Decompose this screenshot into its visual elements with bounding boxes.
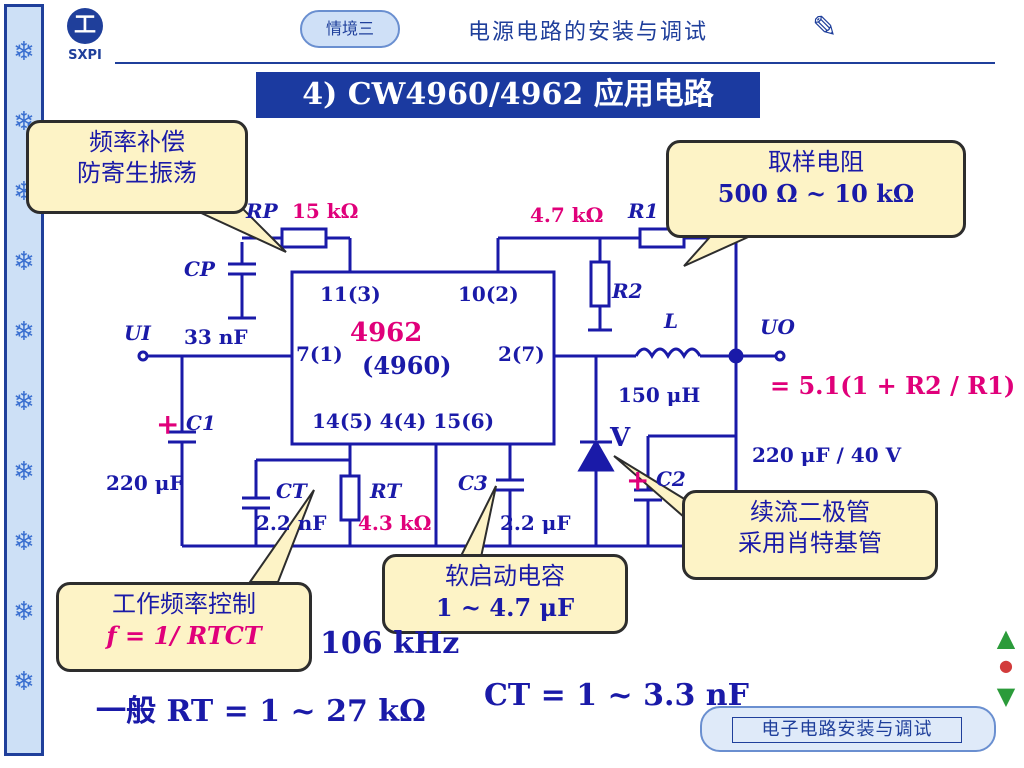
snowflake-icon: ❄ [13,597,35,627]
output-label: UO [760,315,795,339]
callout-sampling-line1: 取样电阻 [768,148,864,176]
snowflake-icon: ❄ [13,317,35,347]
snowflake-icon: ❄ [13,667,35,697]
cp-value: 33 nF [184,325,248,349]
callout-freq-comp: 频率补偿 防寄生振荡 [26,120,248,214]
school-logo: 工 SXPI [60,8,110,72]
c2-name: C2 [656,467,686,491]
ic-label-alt: (4960) [362,351,452,380]
circuit-labels: 4962 (4960) 11(3) 10(2) 7(1) 2(7) 14(5) … [106,199,1015,535]
c1-name: C1 [186,411,216,435]
callout-soft-start-line1: 软启动电容 [445,562,565,590]
callout-freq-control-line2: f = 1/ RTCT [106,621,262,650]
frequency-value: 106 kHz [320,626,460,661]
diode-name: V [609,423,631,453]
pin-bottom: 14(5) 4(4) 15(6) [312,409,494,433]
rp-value: 15 kΩ [292,199,358,223]
callout-freq-control: 工作频率控制 f = 1/ RTCT [56,582,312,672]
nav-up-icon[interactable]: ▲ [996,624,1016,652]
rt-value: 4.3 kΩ [358,511,431,535]
r2-name: R2 [611,279,643,303]
snowflake-icon: ❄ [13,247,35,277]
footer-badge-text: 电子电路安装与调试 [732,717,962,743]
snowflake-icon: ❄ [13,527,35,557]
pin-right: 2(7) [498,342,545,366]
ct-range: CT = 1 ~ 3.3 nF [484,678,749,713]
nav-down-icon[interactable]: ▼ [996,682,1016,710]
pencil-icon: ✎ [812,10,838,45]
rt-range: 一般 RT = 1 ~ 27 kΩ [96,694,426,729]
callout-freq-control-line1: 工作频率控制 [112,590,256,618]
logo-emblem-icon: 工 [67,8,103,44]
l-value: 150 μH [618,383,700,407]
header-divider [115,62,995,64]
footer-badge: 电子电路安装与调试 [700,706,996,752]
ct-name: CT [276,479,309,503]
pin-top-left: 11(3) [320,282,381,306]
pin-top-right: 10(2) [458,282,519,306]
snowflake-icon: ❄ [13,37,35,67]
output-formula: = 5.1(1 + R2 / R1) [770,371,1015,400]
pin-left: 7(1) [296,342,343,366]
callout-freq-comp-line2: 防寄生振荡 [77,159,197,187]
callout-soft-start-line2: 1 ~ 4.7 μF [435,593,575,622]
l-name: L [663,309,678,333]
course-title: 电源电路的安装与调试 [468,20,709,45]
nav-dot-icon[interactable]: ● [999,656,1013,675]
rt-name: RT [369,479,403,503]
c1-plus: + [156,408,179,441]
callout-soft-start: 软启动电容 1 ~ 4.7 μF [382,554,628,634]
cp-name: CP [184,257,216,281]
c2-plus: + [626,464,649,497]
r1-value: 4.7 kΩ [530,203,603,227]
scenario-badge: 情境三 [300,10,400,48]
callout-sampling-line2: 500 Ω ~ 10 kΩ [717,179,915,208]
c3-value: 2.2 μF [500,511,571,535]
c1-value: 220 μF [106,471,184,495]
ic-label: 4962 [350,318,422,348]
snowflake-icon: ❄ [13,457,35,487]
section-title: 4) CW4960/4962 应用电路 [256,72,760,118]
logo-text: SXPI [68,48,102,63]
c2-value: 220 μF / 40 V [752,443,902,467]
rp-name: RP [245,199,279,223]
callout-sampling-resistor: 取样电阻 500 Ω ~ 10 kΩ [666,140,966,238]
callout-freewheel-diode: 续流二极管 采用肖特基管 [682,490,938,580]
callout-diode-line1: 续流二极管 [750,498,870,526]
callout-diode-line2: 采用肖特基管 [738,529,882,557]
input-label: UI [124,321,151,345]
c3-name: C3 [458,471,488,495]
ic-4962-box [290,270,556,446]
callout-freq-comp-line1: 频率补偿 [89,128,185,156]
ct-value: 2.2 nF [256,511,327,535]
r1-name: R1 [627,199,659,223]
snowflake-icon: ❄ [13,387,35,417]
